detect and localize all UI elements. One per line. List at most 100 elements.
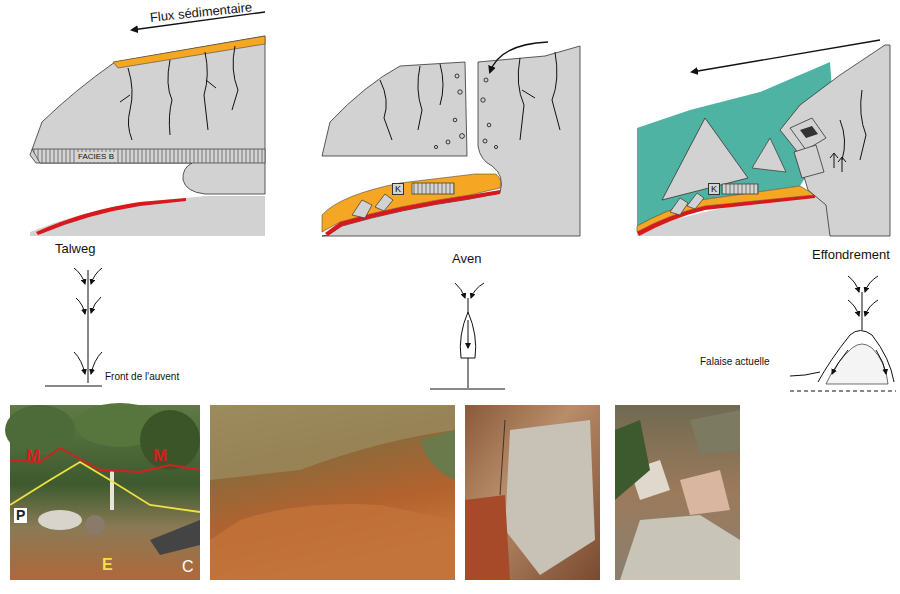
talweg-section-part xyxy=(128,68,132,140)
flow-sketch-part xyxy=(865,276,878,292)
talweg-section-part xyxy=(120,46,238,140)
photo-part xyxy=(10,462,200,512)
photo-part xyxy=(150,520,200,555)
effondrement-section-part xyxy=(722,184,758,194)
photo-part xyxy=(615,405,740,580)
photo-part xyxy=(210,504,455,580)
talweg-section-part xyxy=(120,95,130,102)
flow-sketch-part xyxy=(91,268,102,284)
effondrement-section-part xyxy=(687,193,704,209)
flow-sketch-part xyxy=(848,276,859,292)
photo-part xyxy=(110,470,114,510)
aven-section-part xyxy=(380,52,560,140)
effondrement-section-part xyxy=(670,198,688,215)
photo-part xyxy=(38,510,82,530)
aven-section-part xyxy=(460,134,465,139)
photo-part xyxy=(620,515,740,580)
photo-part xyxy=(680,470,730,515)
talweg-section-part xyxy=(206,80,216,88)
flow-sketch-part xyxy=(76,298,85,314)
block-label: K xyxy=(708,183,720,195)
effondrement-section-part xyxy=(830,90,866,172)
aven-section-part xyxy=(483,139,487,143)
aven-section-part xyxy=(434,74,497,149)
flow-sketch-part xyxy=(832,350,848,374)
aven-section-part xyxy=(494,145,497,148)
baseline-label: Front de l'auvent xyxy=(105,371,179,382)
photo-part xyxy=(210,405,455,580)
aven-section-part xyxy=(490,42,548,72)
section-title: Effondrement xyxy=(812,248,890,262)
photo-part xyxy=(140,410,200,470)
effondrement-section-part xyxy=(860,90,866,160)
photo xyxy=(5,403,740,580)
photo-marker: M xyxy=(26,447,40,466)
effondrement-section-part xyxy=(780,45,890,236)
aven-section xyxy=(322,42,580,236)
flow-sketch-part xyxy=(826,344,888,384)
photo-part xyxy=(465,405,600,580)
flow-sketch-part xyxy=(468,358,469,388)
photo-marker: P xyxy=(14,508,27,523)
photo-part xyxy=(615,420,650,500)
aven-section-part xyxy=(325,190,500,236)
effondrement-section xyxy=(637,40,890,236)
node-text: K xyxy=(711,185,717,194)
flow-sketch xyxy=(45,268,896,391)
flow-sketch-part xyxy=(455,283,465,298)
aven-section-part xyxy=(455,74,459,78)
aven-section-part xyxy=(418,66,422,130)
photo-part xyxy=(85,515,105,535)
photo-marker: M xyxy=(153,447,167,466)
effondrement-section-part xyxy=(800,126,818,138)
flow-sketch-part xyxy=(468,298,469,312)
aven-section-part xyxy=(352,200,372,218)
flow-sketch-part xyxy=(88,270,89,383)
photo-part xyxy=(505,420,595,575)
flow-sketch-part xyxy=(848,300,859,316)
talweg-section-part xyxy=(30,196,265,236)
aven-section-part xyxy=(487,123,491,127)
node-text: FACIES B xyxy=(78,153,114,161)
flow-sketch-part xyxy=(865,300,878,316)
flow-sketch-part xyxy=(74,268,85,284)
effondrement-section-part xyxy=(838,157,846,172)
effondrement-section-part xyxy=(830,153,838,168)
flow-sketch-part xyxy=(471,283,484,298)
photo-part xyxy=(500,420,505,495)
aven-section-part xyxy=(322,62,467,156)
aven-section-part xyxy=(518,58,524,140)
flow-sketch-part xyxy=(862,292,863,330)
photo-part xyxy=(690,410,740,455)
talweg-section-part xyxy=(32,149,265,163)
effondrement-section-part xyxy=(692,40,880,72)
photo-part xyxy=(465,495,510,580)
photo-part xyxy=(10,448,200,472)
aven-section-part xyxy=(380,80,392,140)
photo-part xyxy=(210,405,455,480)
aven-section-part xyxy=(434,145,437,148)
talweg-section-part xyxy=(168,60,172,135)
effondrement-section-part xyxy=(790,118,826,150)
aven-section-part xyxy=(481,98,485,102)
flow-sketch-part xyxy=(460,312,475,358)
aven-section-part xyxy=(458,90,462,94)
flow-sketch-part xyxy=(91,297,101,313)
flow-sketch-part xyxy=(876,350,886,374)
photo-marker: E xyxy=(102,556,113,574)
effondrement-section-part xyxy=(794,145,824,178)
photo-part xyxy=(420,430,455,480)
aven-section-part xyxy=(440,64,443,105)
flow-sketch-part xyxy=(91,352,102,374)
node-text: K xyxy=(395,185,401,194)
aven-section-part xyxy=(484,78,488,82)
flow-label: Flux sédimentaire xyxy=(149,0,253,25)
aven-section-part xyxy=(375,194,393,211)
aven-section-part xyxy=(522,90,535,98)
block-label: K xyxy=(392,183,404,195)
photo-marker: C xyxy=(182,558,194,576)
aven-section-part xyxy=(446,140,450,144)
facies-band: FACIES B xyxy=(76,152,117,162)
aven-section-part xyxy=(412,183,454,194)
